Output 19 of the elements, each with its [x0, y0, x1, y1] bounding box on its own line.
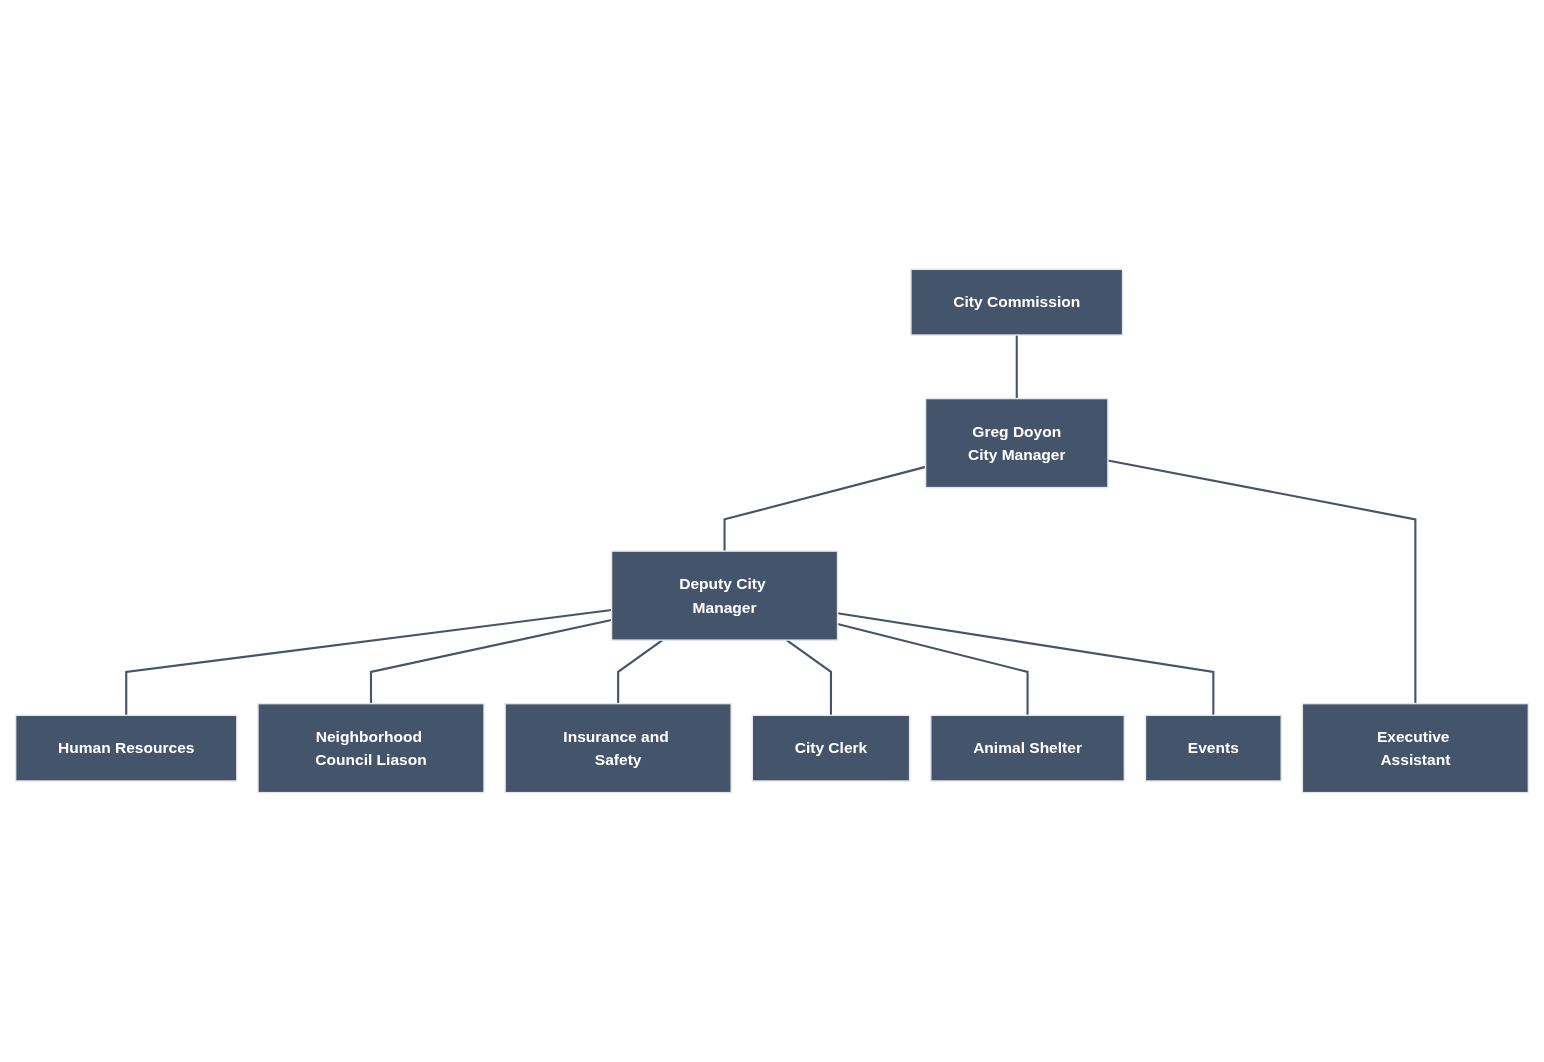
node-box: City Commission — [910, 268, 1124, 336]
node-box: Events — [1144, 714, 1282, 782]
node-box: Deputy City Manager — [610, 550, 839, 641]
node-box: Animal Shelter — [930, 714, 1125, 782]
connector — [837, 612, 1215, 716]
node-box: Neighborhood Council Liason — [257, 702, 485, 794]
connector — [1107, 459, 1417, 704]
connector — [723, 465, 926, 552]
connector — [786, 639, 832, 716]
connector — [617, 639, 664, 704]
connector — [125, 608, 612, 716]
node-box: Human Resources — [14, 714, 238, 782]
node-box: Insurance and Safety — [504, 702, 732, 794]
connector — [369, 618, 612, 704]
connector — [837, 623, 1029, 716]
node-box: City Clerk — [751, 714, 911, 782]
node-box: Executive Assistant — [1301, 702, 1530, 794]
node-box: Greg Doyon City Manager — [924, 397, 1109, 489]
connector — [1015, 335, 1018, 399]
